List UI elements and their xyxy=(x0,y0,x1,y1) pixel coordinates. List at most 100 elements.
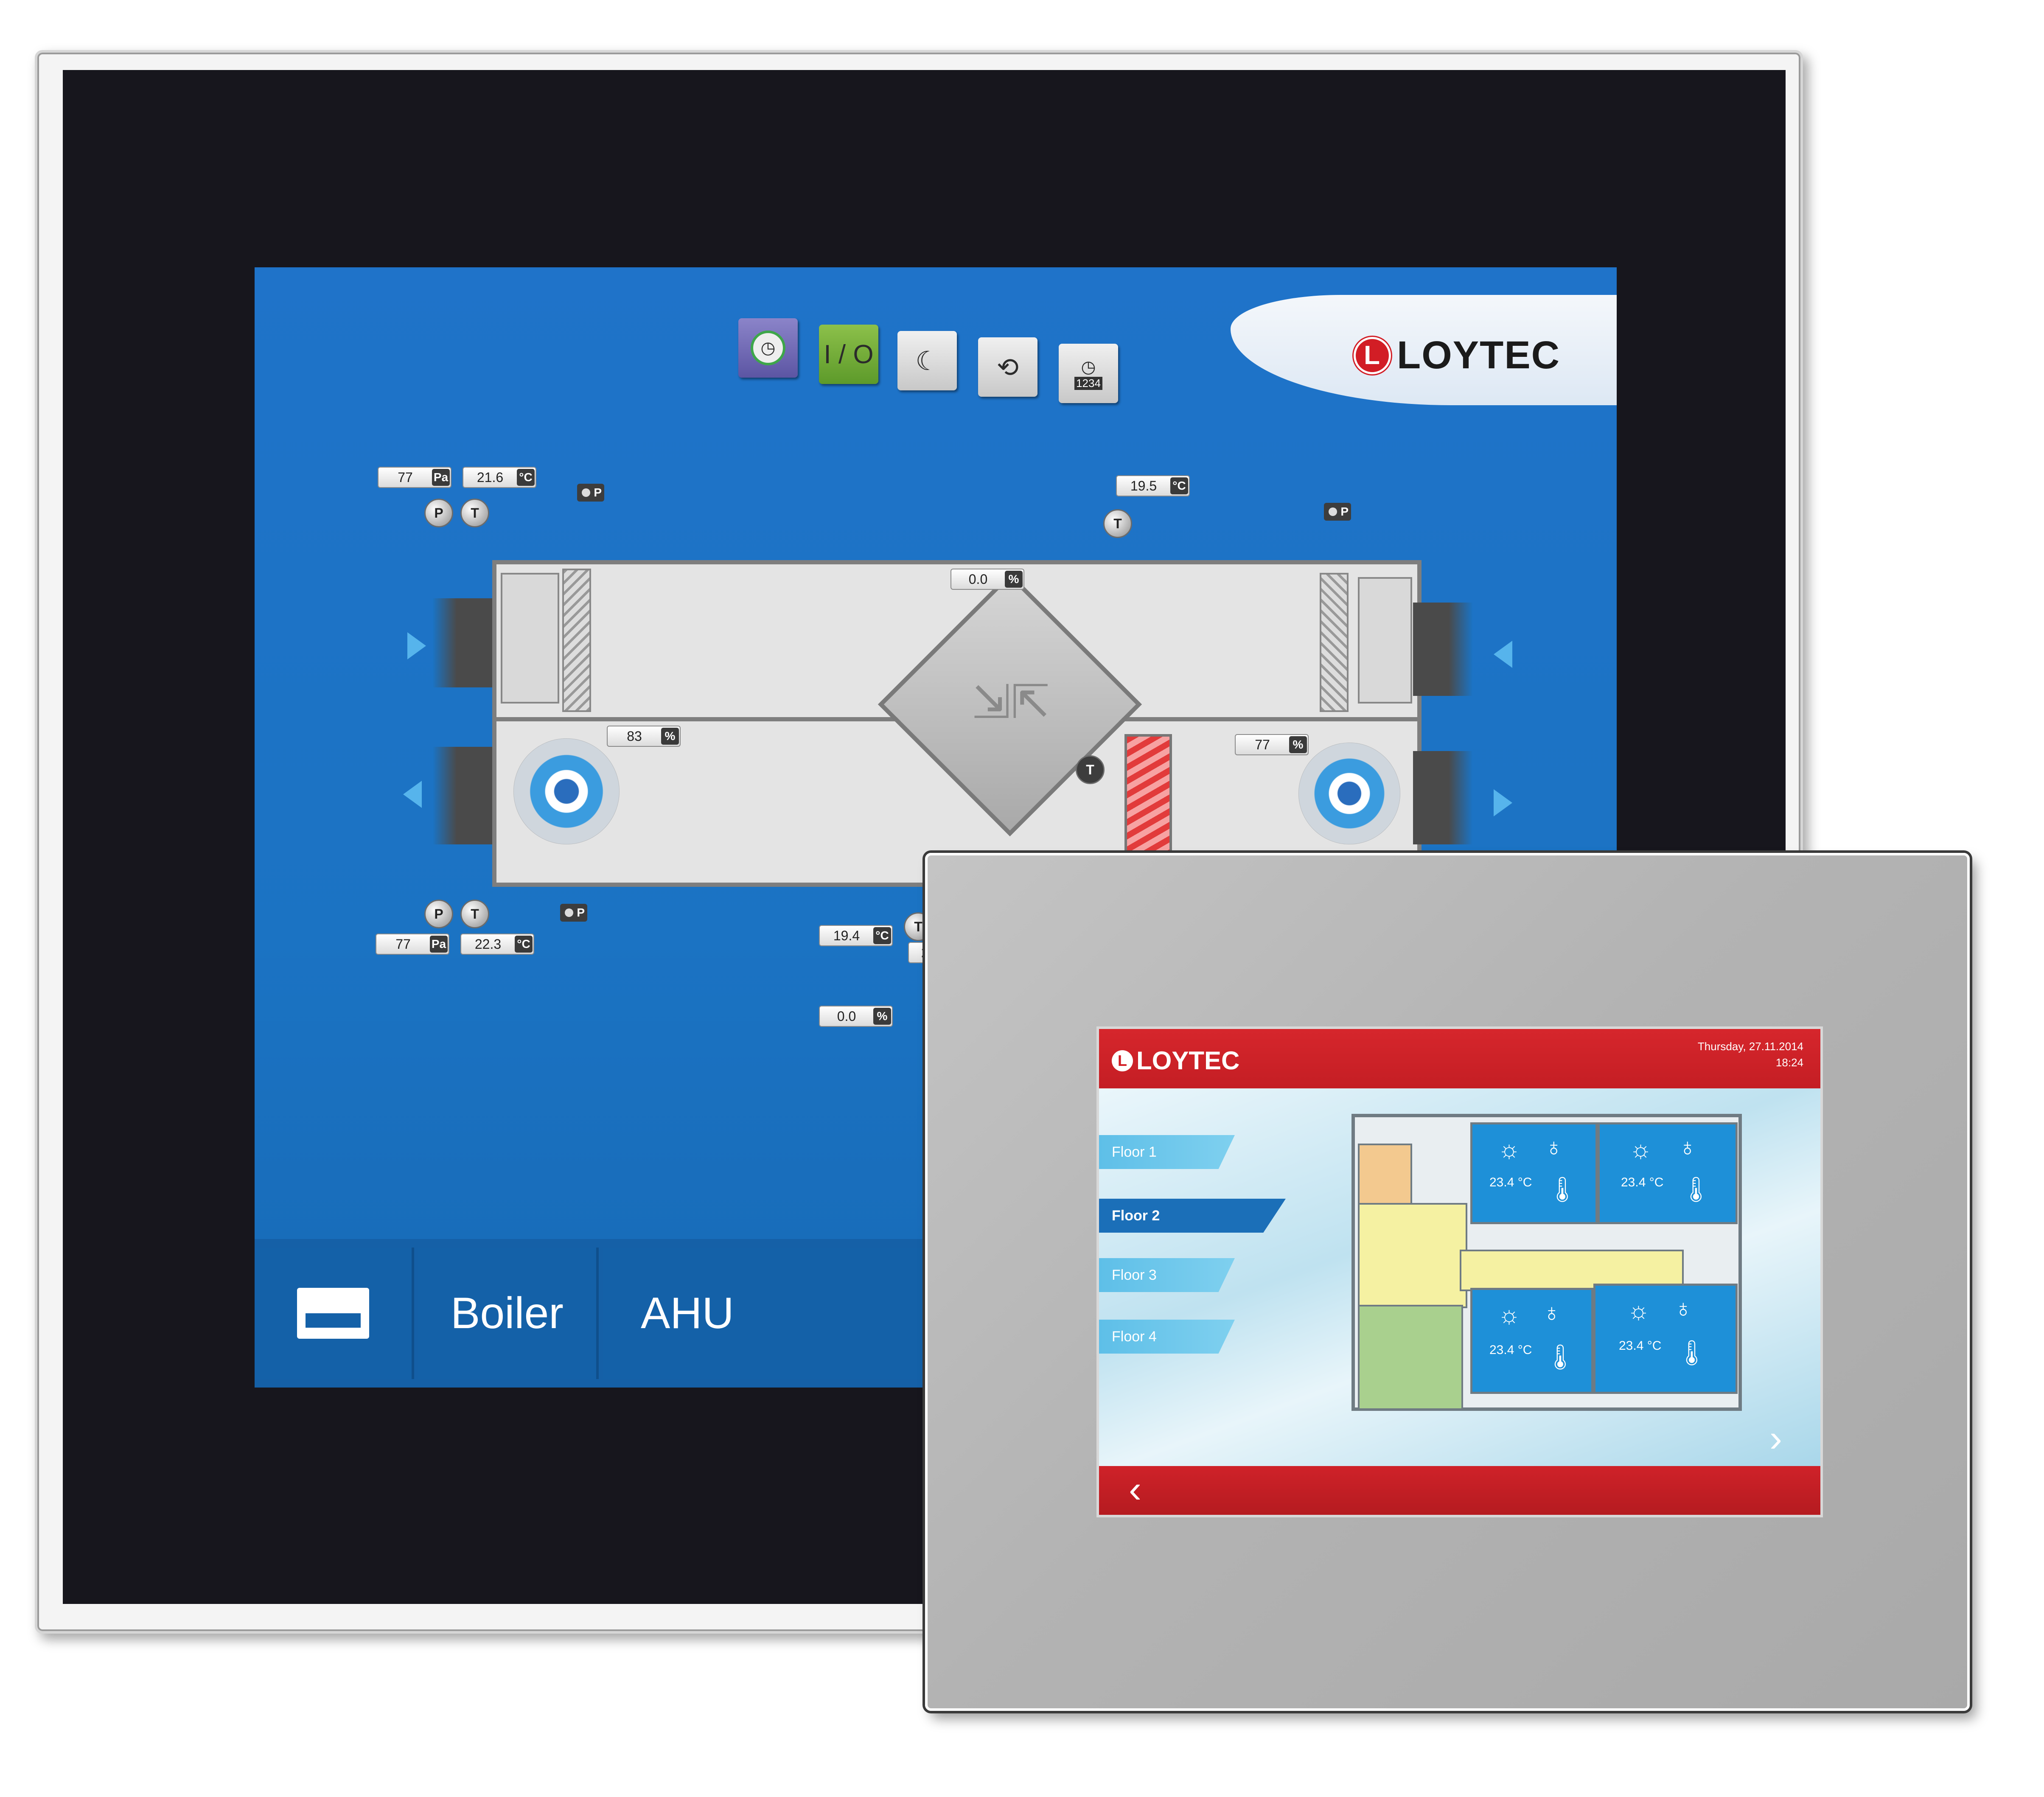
floor-4-tab[interactable]: Floor 4 xyxy=(1099,1320,1235,1354)
next-arrow-icon[interactable]: › xyxy=(1769,1417,1782,1460)
flow-out-arrow-icon xyxy=(403,781,422,808)
value: 77 xyxy=(395,936,411,952)
valve-readout[interactable]: 0.0 % xyxy=(819,1006,893,1027)
secondary-screen: L LOYTEC Thursday, 27.11.2014 18:24 Floo… xyxy=(1099,1029,1820,1515)
brand-name: LOYTEC xyxy=(1136,1046,1240,1075)
room-temp: 23.4 °C xyxy=(1489,1175,1532,1189)
diff-pressure-bottom-icon[interactable]: P xyxy=(560,904,587,922)
room-temp: 23.4 °C xyxy=(1489,1343,1532,1357)
damper-left xyxy=(501,573,559,704)
return-pressure-sensor-icon[interactable]: P xyxy=(424,900,453,928)
supply-pressure-readout[interactable]: 77 Pa xyxy=(378,467,451,488)
light-bulb-icon: ♁ xyxy=(1545,1133,1563,1161)
recovery-arrows-icon: ⇲⇱ xyxy=(972,676,1050,728)
sensor-label: T xyxy=(1086,762,1094,777)
outlet-temp-readout[interactable]: 19.4 °C xyxy=(819,925,893,946)
unit: °C xyxy=(1170,477,1188,494)
temperature-sensor-top-icon[interactable]: T xyxy=(1103,509,1132,538)
counter-icon[interactable]: ◷1234 xyxy=(1059,344,1118,403)
flow-in-arrow-icon xyxy=(407,632,426,659)
fan-icon: ☼ xyxy=(1627,1297,1650,1324)
io-button[interactable]: I / O xyxy=(819,325,878,384)
room-4[interactable]: ☼ ♁ 23.4 °C 🌡 xyxy=(1593,1284,1738,1394)
floor-1-tab[interactable]: Floor 1 xyxy=(1099,1135,1235,1169)
light-bulb-icon: ♁ xyxy=(1542,1299,1561,1326)
coil-temperature-sensor-icon[interactable]: T xyxy=(1076,755,1105,784)
pbox-label: P xyxy=(594,486,602,499)
time-text: 18:24 xyxy=(1775,1056,1803,1069)
return-temperature-sensor-icon[interactable]: T xyxy=(460,900,489,928)
controller-icon xyxy=(297,1288,369,1339)
floor-label: Floor 1 xyxy=(1112,1144,1157,1160)
unit: % xyxy=(1005,571,1023,588)
unit: Pa xyxy=(432,469,450,486)
value: 83 xyxy=(627,728,642,744)
diff-pressure-right-icon[interactable]: P xyxy=(1324,503,1351,521)
schedule-icon[interactable]: ◷ xyxy=(738,318,798,378)
value: 22.3 xyxy=(474,936,502,952)
schedule-settings-icon[interactable]: ⟲ xyxy=(978,337,1037,397)
light-bulb-icon: ♁ xyxy=(1674,1295,1693,1322)
nav-ahu-button[interactable]: AHU xyxy=(603,1248,934,1379)
sensor-label: T xyxy=(471,505,479,521)
floor-label: Floor 2 xyxy=(1112,1207,1160,1224)
outlet-nozzle-bottom xyxy=(1413,751,1472,844)
secondary-header: L LOYTEC Thursday, 27.11.2014 18:24 xyxy=(1099,1029,1820,1088)
room-temp: 23.4 °C xyxy=(1619,1339,1662,1353)
return-pressure-readout[interactable]: 77 Pa xyxy=(376,934,449,955)
unit: % xyxy=(661,728,679,745)
nav-boiler-label: Boiler xyxy=(451,1288,564,1338)
unit: Pa xyxy=(430,936,448,953)
thermometer-icon: 🌡 xyxy=(1680,1176,1712,1203)
prev-arrow-icon[interactable]: ‹ xyxy=(1129,1468,1141,1511)
pressure-sensor-icon[interactable]: P xyxy=(424,499,453,527)
supply-fan-readout[interactable]: 83 % xyxy=(607,726,681,747)
room-storage xyxy=(1358,1144,1412,1206)
supply-temp-readout[interactable]: 21.6 °C xyxy=(463,467,536,488)
sensor-label: T xyxy=(1113,516,1122,531)
unit: % xyxy=(1289,736,1307,753)
logo-banner: L LOYTEC xyxy=(1231,295,1617,405)
return-temp-readout[interactable]: 22.3 °C xyxy=(460,934,534,955)
loytec-logo-mark: L xyxy=(1112,1050,1133,1071)
room-1[interactable]: ☼ ♁ 23.4 °C 🌡 xyxy=(1470,1122,1598,1224)
light-bulb-icon: ♁ xyxy=(1678,1133,1697,1161)
value: 0.0 xyxy=(968,571,988,587)
damper-right xyxy=(1358,577,1412,704)
room-2[interactable]: ☼ ♁ 23.4 °C 🌡 xyxy=(1598,1122,1738,1224)
floor-plan-area: Floor 1 Floor 2 Floor 3 Floor 4 ☼ ♁ 23.4… xyxy=(1099,1088,1820,1466)
io-button-label: I / O xyxy=(824,339,874,369)
fan-icon: ☼ xyxy=(1629,1135,1652,1163)
sensor-label: P xyxy=(434,906,443,922)
nav-controller-button[interactable] xyxy=(255,1248,414,1379)
night-mode-icon[interactable]: ☾ xyxy=(897,331,957,390)
date-text: Thursday, 27.11.2014 xyxy=(1697,1040,1803,1053)
heat-exchanger-readout[interactable]: 0.0 % xyxy=(951,569,1024,590)
value: 77 xyxy=(1255,737,1270,752)
floor-3-tab[interactable]: Floor 3 xyxy=(1099,1258,1235,1292)
floor-2-tab[interactable]: Floor 2 xyxy=(1099,1199,1286,1233)
unit: °C xyxy=(517,469,535,486)
exhaust-fan-readout[interactable]: 77 % xyxy=(1235,734,1309,755)
room-3[interactable]: ☼ ♁ 23.4 °C 🌡 xyxy=(1470,1288,1593,1394)
loytec-logo-mark: L xyxy=(1354,336,1391,374)
diff-pressure-icon[interactable]: P xyxy=(577,484,604,502)
secondary-logo: L LOYTEC xyxy=(1112,1046,1239,1075)
room-green xyxy=(1358,1305,1463,1410)
pbox-label: P xyxy=(1340,505,1349,518)
secondary-footer: ‹ xyxy=(1099,1466,1820,1515)
unit: °C xyxy=(873,927,891,944)
floor-label: Floor 3 xyxy=(1112,1267,1157,1283)
thermometer-icon: 🌡 xyxy=(1547,1176,1578,1203)
datetime: Thursday, 27.11.2014 18:24 xyxy=(1698,1038,1803,1071)
value: 0.0 xyxy=(837,1008,856,1024)
temperature-sensor-icon[interactable]: T xyxy=(460,499,489,527)
nav-boiler-button[interactable]: Boiler xyxy=(418,1248,599,1379)
intake-nozzle-top xyxy=(433,598,492,687)
room-temp: 23.4 °C xyxy=(1621,1175,1664,1189)
outlet-nozzle-top xyxy=(1413,603,1472,696)
sensor-label: T xyxy=(471,906,479,922)
top-temp-readout[interactable]: 19.5 °C xyxy=(1116,475,1190,496)
value: 19.4 xyxy=(833,928,860,943)
room-stairs xyxy=(1358,1203,1467,1308)
